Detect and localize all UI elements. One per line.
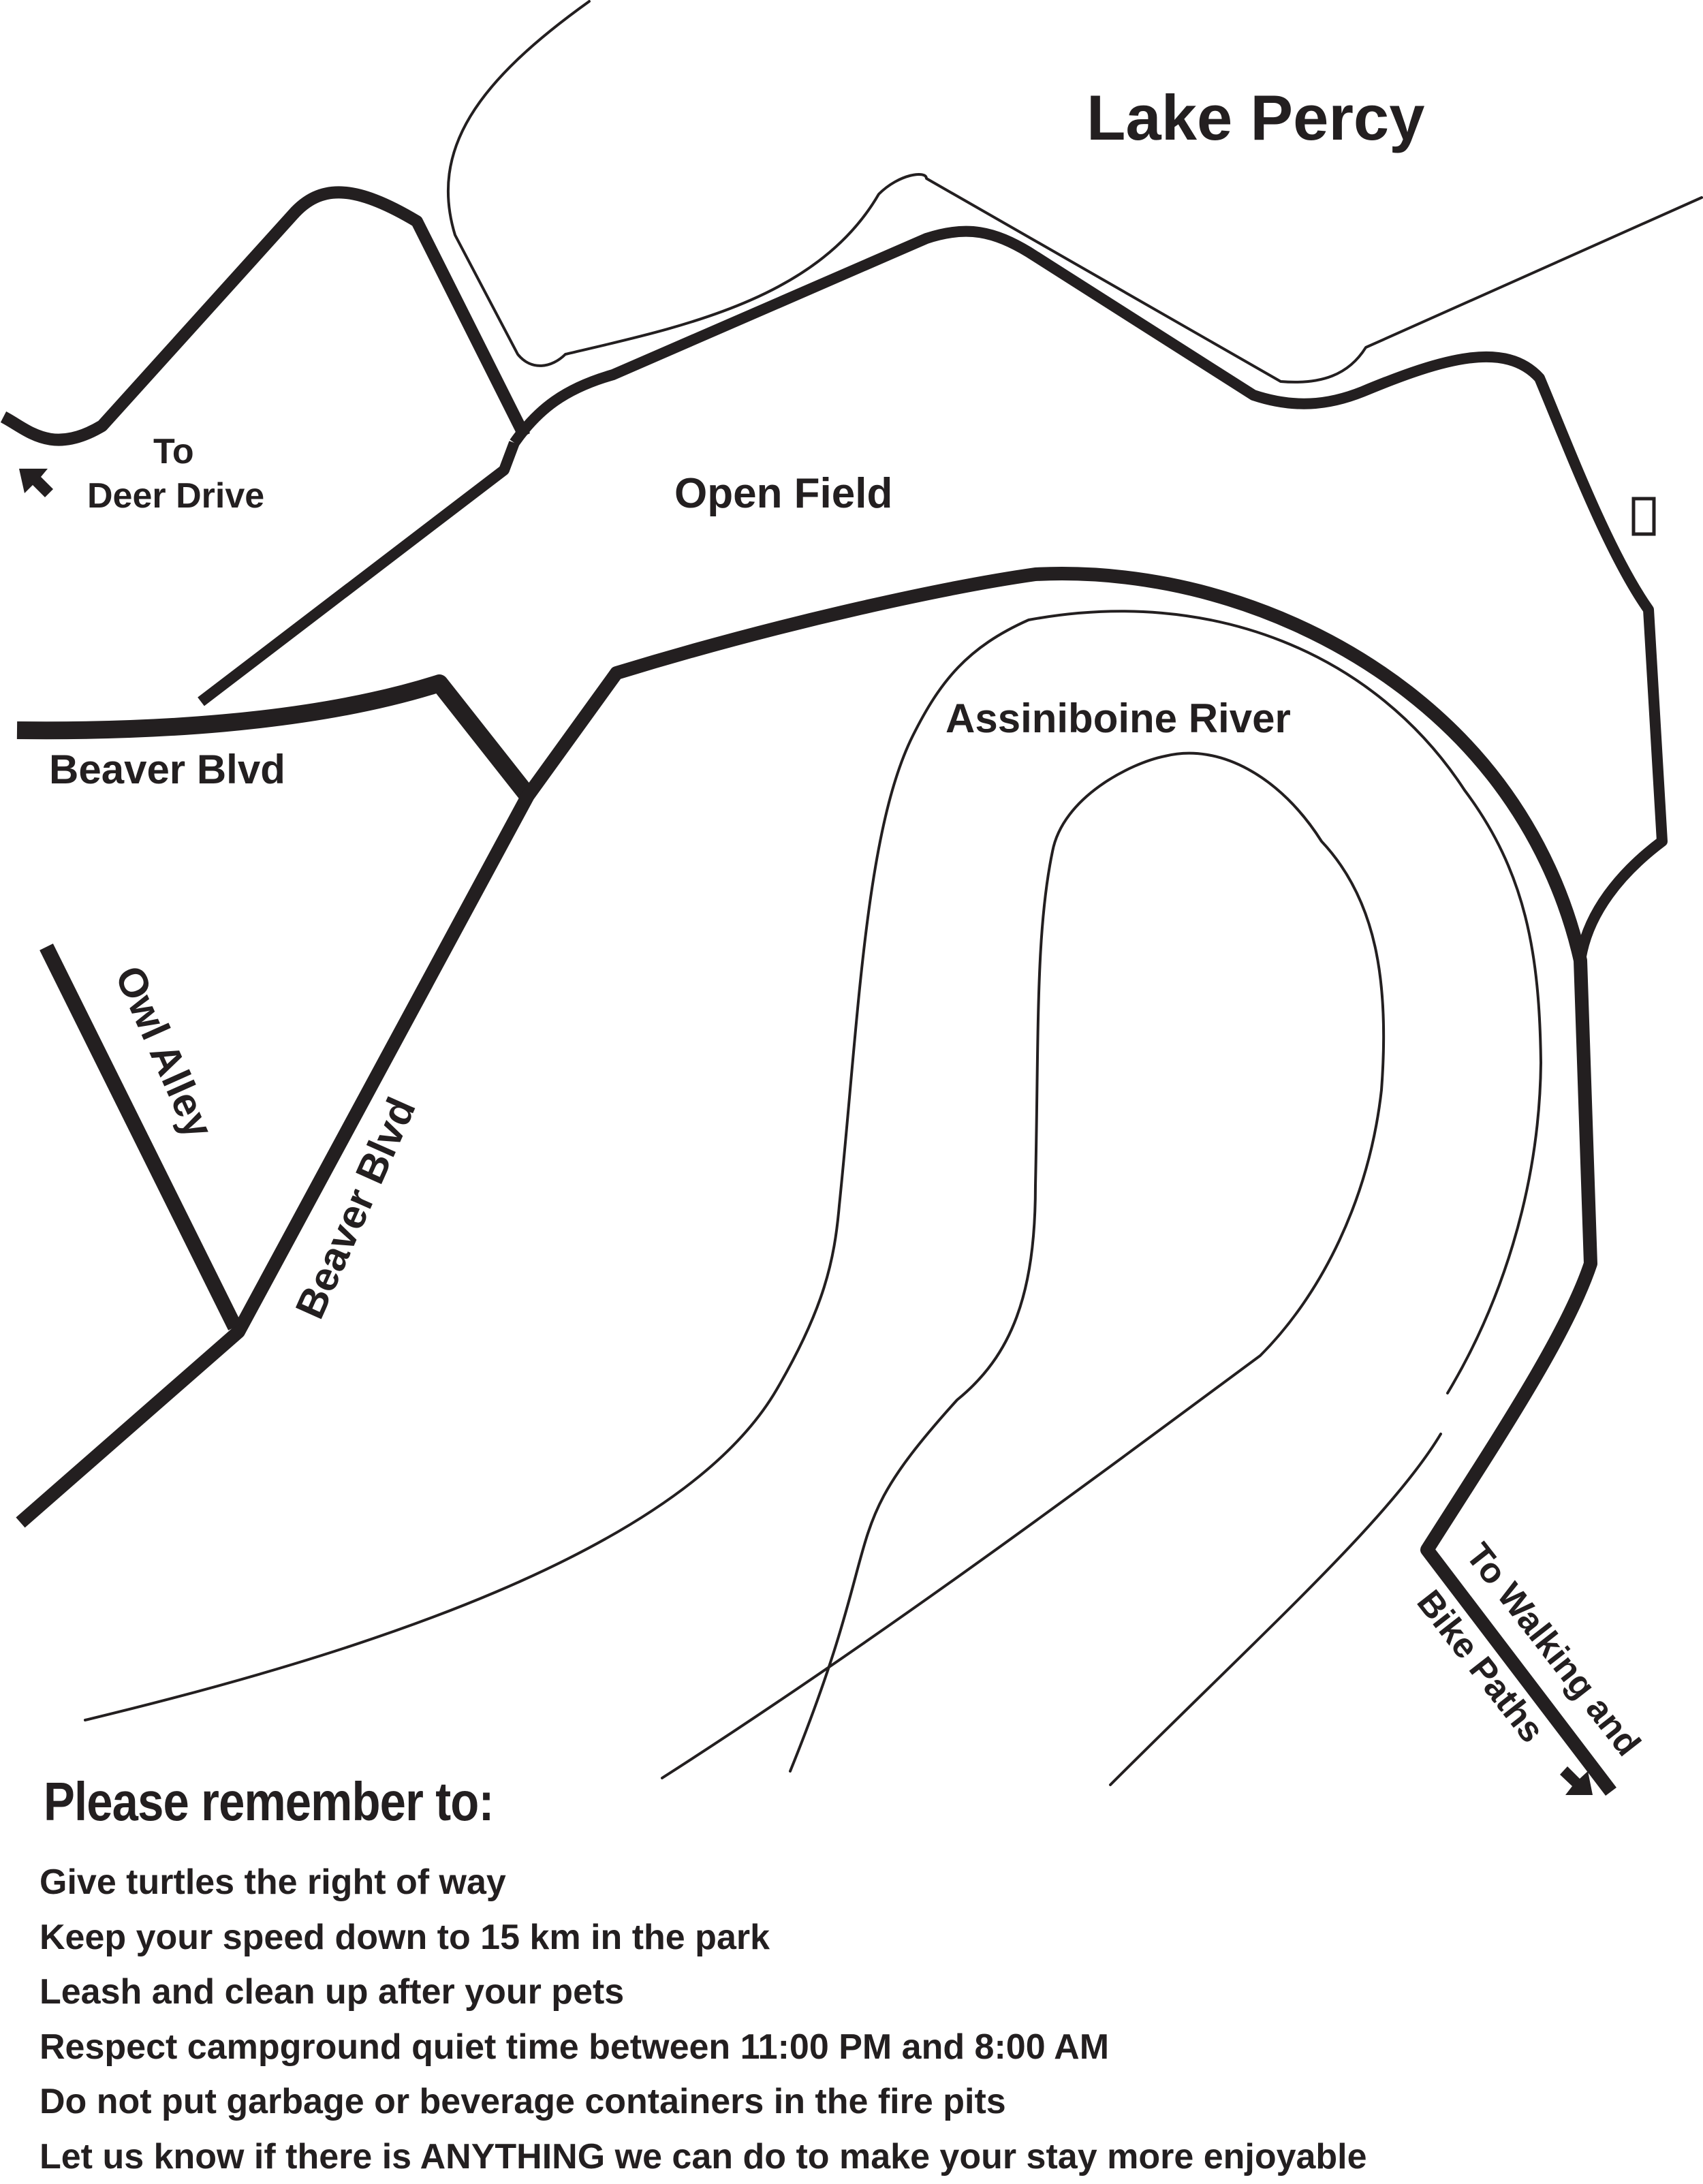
list-item: Respect campground quiet time between 11… [40,2020,1674,2075]
list-item: Let us know if there is ANYTHING we can … [40,2130,1674,2184]
river-outer-bank-right [1110,1434,1441,1785]
list-item: Give turtles the right of way [40,1855,1674,1910]
river-outer-bank-left [85,611,1541,1720]
river-inner-bank [662,753,1384,1778]
label-open-field: Open Field [674,470,892,517]
road-north-loop [514,232,1662,961]
arrow-up-left-icon [19,469,53,497]
lake-shore-upper [448,1,1702,382]
park-rules: Please remember to: Give turtles the rig… [40,1768,1674,2184]
label-assiniboine-river: Assiniboine River [946,696,1291,741]
label-beaver-blvd-horizontal: Beaver Blvd [49,747,285,792]
small-square-marker-icon [1634,499,1654,534]
road-to-deer-drive [3,192,525,439]
map-title: Lake Percy [1087,82,1424,153]
list-item: Keep your speed down to 15 km in the par… [40,1910,1674,1965]
label-to-deer-drive-line2: Deer Drive [87,476,264,516]
label-to-deer-drive-line1: To [153,432,194,471]
rules-list: Give turtles the right of way Keep your … [40,1855,1674,2184]
list-item: Leash and clean up after your pets [40,1965,1674,2020]
list-item: Do not put garbage or beverage container… [40,2074,1674,2130]
rules-heading: Please remember to: [44,1768,1446,1836]
